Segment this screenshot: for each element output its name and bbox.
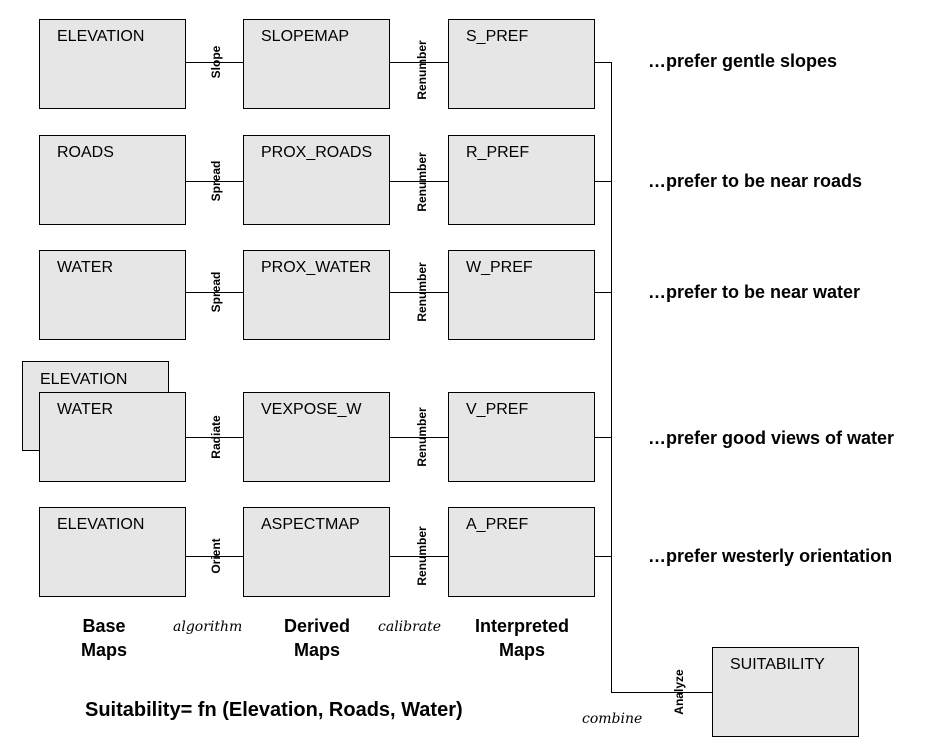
interpreted-map-s-pref-box: S_PREF (448, 19, 595, 109)
interpreted-map-r-pref-box: R_PREF (448, 135, 595, 225)
base-map-label: ROADS (57, 144, 114, 161)
derived-map-label: PROX_ROADS (261, 144, 373, 161)
derived-map-prox-roads-box: PROX_ROADS (243, 135, 390, 225)
column-header-derived-maps: Derived Maps (267, 614, 367, 662)
column-header-text: Base Maps (80, 616, 127, 660)
interpreted-map-v-pref-box: V_PREF (448, 392, 595, 482)
operation-label-orient: Orient (209, 538, 223, 574)
interpreted-map-label: V_PREF (466, 401, 529, 418)
connector-line (186, 292, 243, 293)
column-header-text: Interpreted Maps (474, 616, 570, 660)
combine-bracket-line (611, 62, 612, 692)
connector-line (390, 62, 448, 63)
derived-map-label: SLOPEMAP (261, 28, 350, 45)
preference-text: …prefer gentle slopes (648, 51, 838, 71)
column-header-interpreted-maps: Interpreted Maps (461, 614, 583, 662)
connector-line (186, 556, 243, 557)
interpreted-map-label: R_PREF (466, 144, 530, 161)
derived-map-aspectmap-box: ASPECTMAP (243, 507, 390, 597)
base-map-label: WATER (57, 401, 113, 418)
preference-text: …prefer to be near water (648, 282, 861, 302)
interpreted-map-label: W_PREF (466, 259, 533, 276)
base-map-water-front-box: WATER (39, 392, 186, 482)
interpreted-map-label: A_PREF (466, 516, 529, 533)
suitability-formula: Suitability= fn (Elevation, Roads, Water… (85, 699, 463, 721)
connector-line (595, 181, 612, 182)
derived-map-label: PROX_WATER (261, 259, 372, 276)
suitability-label: SUITABILITY (730, 656, 825, 673)
calibration-label-renumber: Renumber (415, 407, 429, 467)
calibrate-label: calibrate (378, 619, 442, 635)
column-header-base-maps: Base Maps (54, 614, 154, 662)
derived-map-slopemap-box: SLOPEMAP (243, 19, 390, 109)
connector-line (186, 181, 243, 182)
connector-line (595, 437, 612, 438)
preference-text: …prefer to be near roads (648, 171, 863, 191)
connector-line (390, 556, 448, 557)
suitability-map-box: SUITABILITY (712, 647, 859, 737)
base-map-label: ELEVATION (57, 516, 145, 533)
algorithm-label: algorithm (173, 619, 243, 635)
connector-line (611, 692, 712, 693)
base-map-elevation-box: ELEVATION (39, 19, 186, 109)
derived-map-vexpose-w-box: VEXPOSE_W (243, 392, 390, 482)
derived-map-label: VEXPOSE_W (261, 401, 362, 418)
operation-label-slope: Slope (209, 45, 223, 79)
connector-line (390, 181, 448, 182)
preference-text: …prefer westerly orientation (648, 546, 893, 566)
base-map-label: WATER (57, 259, 113, 276)
base-map-elevation-box: ELEVATION (39, 507, 186, 597)
operation-label-spread: Spread (209, 160, 223, 202)
connector-line (595, 62, 612, 63)
base-map-label: ELEVATION (40, 371, 128, 388)
connector-line (390, 437, 448, 438)
interpreted-map-w-pref-box: W_PREF (448, 250, 595, 340)
column-header-text: Derived Maps (283, 616, 351, 660)
combine-label: combine (582, 711, 643, 727)
interpreted-map-a-pref-box: A_PREF (448, 507, 595, 597)
preference-text: …prefer good views of water (648, 428, 895, 448)
connector-line (595, 556, 612, 557)
connector-line (186, 437, 243, 438)
derived-map-label: ASPECTMAP (261, 516, 360, 533)
derived-map-prox-water-box: PROX_WATER (243, 250, 390, 340)
operation-label-spread: Spread (209, 271, 223, 313)
connector-line (390, 292, 448, 293)
base-map-label: ELEVATION (57, 28, 145, 45)
interpreted-map-label: S_PREF (466, 28, 529, 45)
connector-line (186, 62, 243, 63)
connector-line (595, 292, 612, 293)
base-map-roads-box: ROADS (39, 135, 186, 225)
calibration-label-renumber: Renumber (415, 262, 429, 322)
calibration-label-renumber: Renumber (415, 40, 429, 100)
operation-label-radiate: Radiate (209, 415, 223, 459)
base-map-water-box: WATER (39, 250, 186, 340)
operation-label-analyze: Analyze (672, 669, 686, 715)
calibration-label-renumber: Renumber (415, 152, 429, 212)
calibration-label-renumber: Renumber (415, 526, 429, 586)
